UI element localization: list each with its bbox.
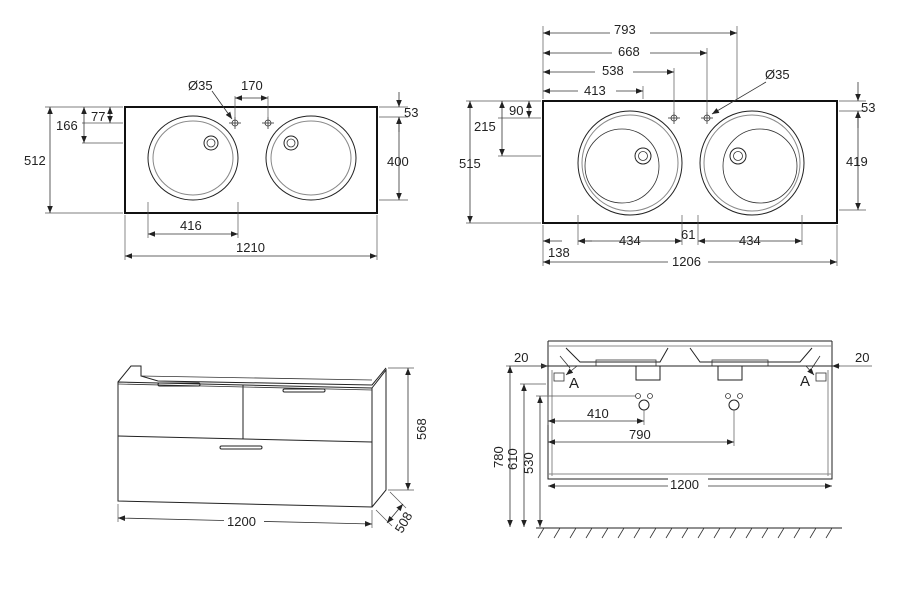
dim-53-right: 53 [861, 100, 875, 115]
dim-61: 61 [681, 227, 695, 242]
dim-434-left: 434 [619, 233, 641, 248]
dim-138: 138 [548, 245, 570, 260]
right-bowl-inner [270, 120, 352, 196]
drawer-handle-bottom [219, 445, 263, 450]
drain-outlet-right-icon [728, 399, 740, 411]
dim-530: 530 [521, 452, 536, 474]
drawer-handle-top-left [157, 382, 201, 387]
dim-515: 515 [459, 156, 481, 171]
section-view: A A 20 20 410 790 780 [491, 340, 872, 539]
pipe-point-left-a [635, 393, 641, 399]
countertop-outline [124, 106, 378, 214]
dim-166: 166 [56, 118, 78, 133]
right-view-tap-hole-diameter-label: Ø35 [765, 67, 790, 82]
right-view-right-bowl-outer [699, 110, 805, 216]
dim-20-right: 20 [855, 350, 869, 365]
dim-20-left: 20 [514, 350, 528, 365]
dim-780: 780 [491, 446, 506, 468]
dim-77: 77 [91, 109, 105, 124]
right-view-left-drain-icon [634, 147, 652, 165]
floor-hatch [537, 527, 833, 539]
left-bowl-outer [147, 115, 239, 201]
dim-1206: 1206 [672, 254, 701, 269]
right-bowl-outer [265, 115, 357, 201]
dim-215: 215 [474, 119, 496, 134]
section-cabinet-frame [547, 365, 833, 480]
bracket-left-icon [553, 372, 565, 382]
dim-1200-cabinet: 1200 [227, 514, 256, 529]
dim-512: 512 [24, 153, 46, 168]
dim-434-right: 434 [739, 233, 761, 248]
right-view-left-bowl-outer [577, 110, 683, 216]
siphon-right-icon [717, 366, 743, 381]
dim-410: 410 [587, 406, 609, 421]
tap-hole-right-icon [262, 117, 274, 129]
dim-1200-section: 1200 [670, 477, 699, 492]
dim-170: 170 [241, 78, 263, 93]
section-basin-right [689, 347, 813, 363]
left-bowl-inner [152, 120, 234, 196]
dim-416: 416 [180, 218, 202, 233]
cabinet-side [371, 368, 387, 508]
section-mark-right: A [800, 373, 810, 390]
pipe-point-right-a [725, 393, 731, 399]
bracket-right-icon [815, 372, 827, 382]
tap-hole-left-icon [229, 117, 241, 129]
right-drain-icon [283, 135, 299, 151]
dim-568: 568 [414, 418, 429, 440]
dim-90: 90 [509, 103, 523, 118]
right-view-right-bowl-inner [722, 128, 798, 204]
left-drain-icon [203, 135, 219, 151]
siphon-left-icon [635, 366, 661, 381]
dim-400: 400 [387, 154, 409, 169]
dim-413: 413 [584, 83, 606, 98]
top-left-basin-view: Ø35 170 512 166 77 53 400 416 1210 [24, 78, 418, 260]
cabinet-view: 568 1200 508 [117, 365, 429, 536]
countertop-outline-right [542, 100, 838, 224]
dim-53-left: 53 [404, 105, 418, 120]
dim-419: 419 [846, 154, 868, 169]
section-basin-left [565, 347, 669, 363]
cabinet-top-edge [117, 365, 387, 386]
dim-793: 793 [614, 22, 636, 37]
right-view-left-bowl-inner [584, 128, 660, 204]
section-mark-left: A [569, 375, 579, 392]
dim-610: 610 [505, 448, 520, 470]
top-right-basin-view: Ø35 793 668 538 413 515 215 90 [459, 22, 875, 269]
drawer-handle-top-right [282, 388, 326, 393]
drain-outlet-left-icon [638, 399, 650, 411]
drawer-divider-horizontal [117, 435, 373, 443]
tap-hole-diameter-label: Ø35 [188, 78, 213, 93]
right-view-tap-hole-left-icon [668, 112, 680, 124]
right-view-tap-hole-right-icon [701, 112, 713, 124]
dim-668: 668 [618, 44, 640, 59]
right-view-right-drain-icon [729, 147, 747, 165]
dim-790: 790 [629, 427, 651, 442]
dim-538: 538 [602, 63, 624, 78]
cabinet-front [117, 381, 373, 508]
dim-1210: 1210 [236, 240, 265, 255]
